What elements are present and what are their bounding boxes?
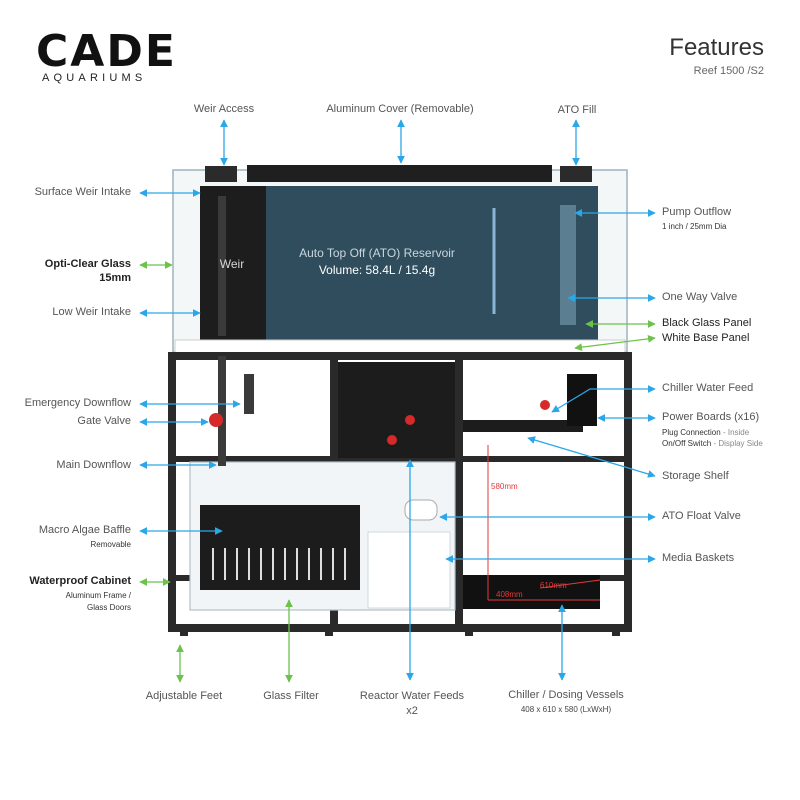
cabinet — [168, 352, 632, 636]
aluminum-cover — [247, 165, 552, 182]
callout-ato-float-valve: ATO Float Valve — [662, 510, 741, 522]
callout-waterproof-cabinet: Waterproof Cabinet — [29, 575, 131, 587]
reactor-bay — [338, 362, 455, 458]
ato-reservoir — [266, 186, 598, 340]
weir-pipe — [218, 196, 226, 336]
callout-reactor-water-feeds-sub: x2 — [406, 705, 418, 717]
callout-macro-algae-baffle: Macro Algae Baffle — [38, 524, 131, 536]
return-pipe — [560, 205, 576, 325]
callout-power-boards-sub2: On/Off Switch - Display Side — [662, 439, 763, 448]
callout-chiller-dosing: Chiller / Dosing Vessels — [508, 689, 624, 701]
weir-box — [200, 186, 266, 340]
brand-tagline: AQUARIUMS — [42, 72, 147, 84]
plug-connection-text: Plug Connection — [662, 428, 721, 437]
white-base-panel — [174, 339, 626, 355]
callout-media-baskets: Media Baskets — [662, 552, 735, 564]
storage-shelf — [463, 420, 583, 432]
page-title: Features — [669, 34, 764, 61]
chiller-valve — [540, 400, 550, 410]
callout-low-weir-intake: Low Weir Intake — [52, 306, 131, 318]
callout-storage-shelf: Storage Shelf — [662, 470, 729, 482]
callout-one-way-valve: One Way Valve — [662, 291, 738, 303]
callout-surface-weir-intake: Surface Weir Intake — [34, 186, 131, 198]
weir-label: Weir — [219, 257, 245, 271]
brand-name: CADE — [36, 26, 177, 77]
callout-adjustable-feet: Adjustable Feet — [145, 690, 223, 702]
callout-gate-valve: Gate Valve — [77, 415, 131, 427]
dimension-depth: 408mm — [496, 590, 523, 599]
display-tank — [172, 165, 628, 355]
callout-waterproof-cabinet-sub2: Glass Doors — [86, 603, 131, 612]
callout-power-boards-sub1: Plug Connection - Inside — [662, 428, 749, 437]
ato-volume-label: Volume: 58.4L / 15.4g — [318, 263, 436, 277]
dimension-height: 580mm — [491, 482, 518, 491]
chiller-bay-floor — [463, 575, 600, 609]
on-off-switch-text: On/Off Switch — [662, 439, 712, 448]
ato-fill-lid — [560, 166, 592, 182]
gate-valve — [209, 413, 223, 427]
callout-aluminum-cover: Aluminum Cover (Removable) — [326, 103, 474, 115]
callout-glass-filter: Glass Filter — [263, 690, 319, 702]
media-baskets — [367, 531, 451, 609]
callout-ato-fill: ATO Fill — [557, 104, 597, 116]
callout-pump-outflow-sub: 1 inch / 25mm Dia — [662, 222, 727, 231]
callout-pump-outflow: Pump Outflow — [662, 206, 732, 218]
ato-reservoir-label: Auto Top Off (ATO) Reservoir — [299, 246, 455, 260]
callout-weir-access: Weir Access — [193, 103, 255, 115]
on-off-switch-note: - Display Side — [713, 439, 763, 448]
plug-connection-note: - Inside — [722, 428, 750, 437]
callout-reactor-water-feeds: Reactor Water Feeds — [359, 690, 465, 702]
callout-power-boards: Power Boards (x16) — [662, 411, 760, 423]
main-downflow-pipe — [218, 356, 226, 466]
weir-access-lid — [205, 166, 237, 182]
callout-opti-clear-glass: Opti-Clear Glass — [44, 258, 131, 270]
callout-black-glass-panel: Black Glass Panel — [662, 317, 752, 329]
callout-white-base-panel: White Base Panel — [662, 332, 750, 344]
callout-main-downflow: Main Downflow — [56, 459, 131, 471]
callout-emergency-downflow: Emergency Downflow — [24, 397, 131, 409]
page-subtitle: Reef 1500 /S2 — [693, 65, 764, 77]
callout-opti-clear-glass-sub: 15mm — [99, 272, 131, 284]
callout-chiller-water-feed: Chiller Water Feed — [662, 382, 754, 394]
callout-waterproof-cabinet-sub1: Aluminum Frame / — [65, 591, 131, 600]
callout-chiller-dosing-sub: 408 x 610 x 580 (LxWxH) — [520, 705, 612, 714]
emergency-downflow-pipe — [244, 374, 254, 414]
brand-logo: CADE AQUARIUMS — [36, 26, 177, 85]
dimension-width: 610mm — [540, 581, 567, 590]
callout-macro-algae-baffle-sub: Removable — [90, 540, 131, 549]
